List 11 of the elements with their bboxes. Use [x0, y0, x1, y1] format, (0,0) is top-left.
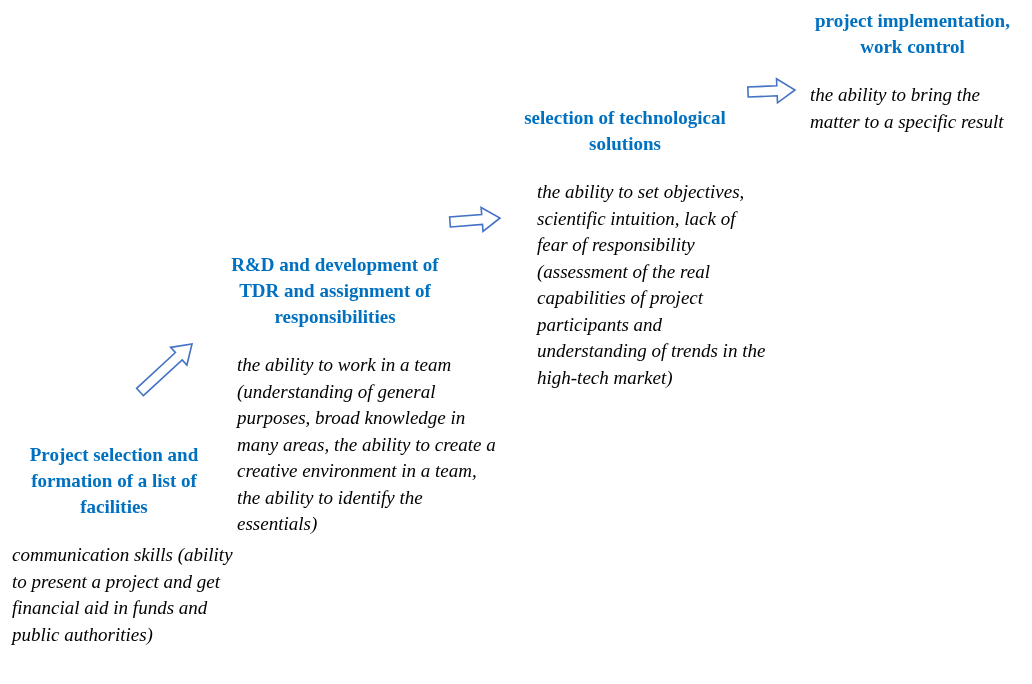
arrow [746, 77, 797, 105]
arrow [448, 206, 502, 233]
step-heading: project implementation, work control [814, 9, 1011, 59]
step-heading: R&D and development of TDR and assignment of responsibilities [230, 253, 440, 329]
step-description: the ability to bring the matter to a specific result [810, 83, 1005, 134]
step-heading: Project selection and formation of a list of facilities [28, 443, 200, 519]
step-description: the ability to work in a team (understanding of general purposes, broad knowledge in many areas, the ability to create a creative environment in a team, the ability to identify the essentials) [237, 353, 497, 536]
arrow [135, 343, 194, 397]
step-heading: selection of technological solutions [523, 106, 727, 156]
step-description: communication skills (ability to present a project and get financial aid in funds and public authorities) [12, 543, 234, 647]
step-description: the ability to set objectives, scientific intuition, lack of fear of responsibility (assessment of the real capabilities of project participants and understanding of trends in the high-tech market) [537, 180, 767, 390]
